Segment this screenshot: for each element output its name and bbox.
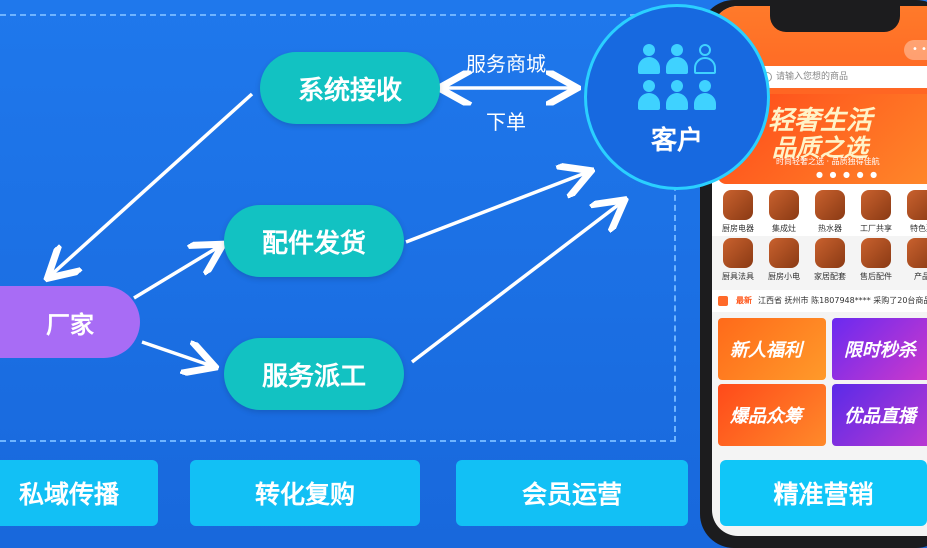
category-icon [815,238,845,268]
arrow-factory-to-parts [133,246,220,300]
category-item[interactable]: 厨具法具 [718,238,758,282]
category-icon [907,190,927,220]
category-icon [723,190,753,220]
category-icon [907,238,927,268]
news-text: 江西省 抚州市 陈1807948**** 采购了20台商品 [758,296,927,305]
promo-flash-sale[interactable]: 限时秒杀 [832,318,927,380]
node-factory: 厂家 [0,286,140,358]
arrow-service-to-customer [410,202,622,364]
category-icon [723,238,753,268]
arrow-receive-to-factory [50,92,254,276]
banner-line-2: 品质之选 [772,134,868,162]
category-icon [815,190,845,220]
news-ticker[interactable]: 最新 江西省 抚州市 陈1807948**** 采购了20台商品 [712,290,927,312]
button-precision-marketing[interactable]: 精准营销 [720,460,927,526]
banner-line-1: 轻奢生活 [768,106,873,136]
label-order: 下单 [486,110,526,134]
node-parts-ship: 配件发货 [224,205,404,277]
news-hot-tag: 最新 [736,296,752,305]
category-item[interactable]: 厨房电器 [718,190,758,234]
category-item[interactable]: 集成灶 [764,190,804,234]
label-service-mall: 服务商城 [466,52,546,76]
arrow-factory-to-service [141,340,212,366]
dashed-frame [0,14,676,442]
search-placeholder: 请输入您想的商品 [776,72,849,82]
users-icon [638,43,716,110]
arrow-parts-to-customer [405,172,588,244]
banner-pager-dots: ● ● ● ● ● [816,170,880,179]
promo-new-user[interactable]: 新人福利 [718,318,826,380]
button-private-domain[interactable]: 私域传播 [0,460,158,526]
banner-subtitle: 时尚轻奢之选 · 品质独得佳航 [776,157,880,166]
customer-label: 客户 [650,125,703,156]
category-icon [861,190,891,220]
category-icon [861,238,891,268]
promo-crowdfunding[interactable]: 爆品众筹 [718,384,826,446]
promo-live[interactable]: 优品直播 [832,384,927,446]
node-system-receive: 系统接收 [260,52,440,124]
category-icon [769,190,799,220]
node-service-dispatch: 服务派工 [224,338,404,410]
category-item[interactable]: 家居配套 [810,238,850,282]
category-item[interactable]: 厨房小电 [764,238,804,282]
button-conversion-repurchase[interactable]: 转化复购 [190,460,420,526]
search-input[interactable]: 请输入您想的商品 [754,66,927,88]
category-item[interactable]: 工厂共享 [856,190,896,234]
phone-notch [770,6,900,32]
button-member-operations[interactable]: 会员运营 [456,460,688,526]
megaphone-icon [718,296,728,306]
category-item[interactable]: 售后配件 [856,238,896,282]
more-menu-icon[interactable]: • • • [904,40,927,60]
category-item[interactable]: 特色菜 [902,190,927,234]
category-item[interactable]: 热水器 [810,190,850,234]
category-item[interactable]: 产品 [902,238,927,282]
category-icon [769,238,799,268]
node-customer: 客户 [584,4,770,190]
